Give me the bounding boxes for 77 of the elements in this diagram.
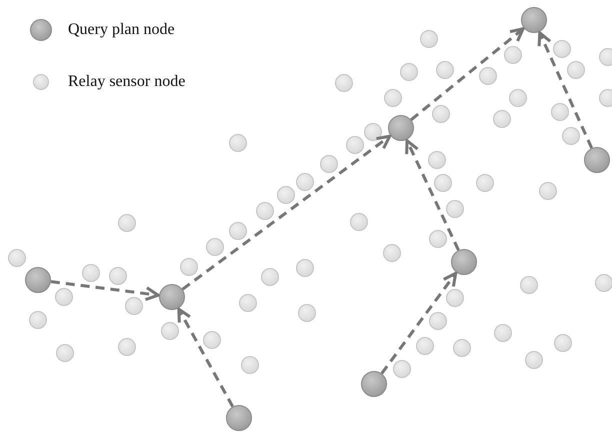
relay-sensor-node-circle bbox=[446, 288, 464, 307]
relay-sensor-node-circle bbox=[525, 351, 543, 369]
relay-sensor-node-circle bbox=[539, 182, 557, 200]
relay-sensor-node-circle bbox=[428, 230, 447, 248]
relay-sensor-node-circle bbox=[29, 311, 47, 329]
relay-sensor-node-circle bbox=[494, 324, 512, 342]
relay-sensor-node-circle bbox=[434, 174, 452, 192]
relay-sensor-node-circle bbox=[346, 136, 364, 154]
relay-sensor-node-circle bbox=[384, 89, 402, 107]
relay-sensor-node-circle bbox=[239, 294, 257, 312]
dashed-arrow bbox=[182, 134, 392, 290]
relay-sensor-node-circle bbox=[599, 89, 612, 107]
relay-sensor-node-circle bbox=[383, 244, 401, 262]
legend-label: Relay sensor node bbox=[68, 72, 186, 92]
relay-sensor-node-circle bbox=[298, 304, 316, 322]
legend-label: Query plan node bbox=[68, 20, 175, 40]
relay-sensor-node-circle bbox=[429, 312, 448, 330]
relay-sensor-node-circle bbox=[393, 360, 412, 378]
relay-sensor-node-circle bbox=[478, 66, 497, 85]
relay-sensor-node-circle bbox=[567, 61, 585, 79]
dashed-arrow bbox=[410, 27, 525, 121]
query-plan-node-circle bbox=[521, 7, 547, 33]
relay-sensor-node-circle bbox=[553, 40, 572, 58]
relay-sensor-node-circle bbox=[493, 110, 511, 128]
relay-sensor-node-circle bbox=[229, 134, 247, 152]
relay-sensor-node-circle bbox=[296, 259, 314, 277]
relay-sensor-node-circle bbox=[562, 127, 580, 146]
dashed-arrow bbox=[405, 139, 460, 251]
relay-sensor-node-circle bbox=[320, 154, 338, 173]
query-plan-node-circle bbox=[361, 371, 387, 397]
query-plan-node-circle bbox=[584, 147, 610, 173]
relay-sensor-node-circle bbox=[432, 104, 450, 123]
relay-sensor-node-circle bbox=[54, 288, 73, 306]
relay-sensor-node-circle bbox=[520, 276, 538, 294]
relay-sensor-node-circle bbox=[118, 214, 136, 232]
relay-sensor-node-circle bbox=[416, 337, 434, 355]
relay-sensor-node-circle bbox=[241, 356, 259, 374]
relay-sensor-node-circle bbox=[202, 331, 221, 350]
relay-sensor-node-circle bbox=[261, 268, 279, 286]
relay-sensor-node-circle bbox=[550, 102, 569, 121]
relay-sensor-node-circle bbox=[436, 61, 454, 79]
relay-sensor-node-circle bbox=[256, 202, 274, 220]
relay-sensor-node-circle bbox=[8, 249, 26, 267]
relay-sensor-node-circle bbox=[504, 46, 522, 64]
relay-sensor-node-circle bbox=[595, 274, 612, 292]
relay-sensor-node-circle bbox=[350, 213, 368, 231]
relay-sensor-node-circle bbox=[509, 89, 527, 107]
relay-sensor-node-circle bbox=[82, 264, 100, 282]
relay-sensor-node-circle bbox=[229, 222, 248, 240]
relay-sensor-node-circle bbox=[476, 174, 494, 192]
relay-sensor-node-circle bbox=[161, 322, 179, 340]
query-plan-node-circle bbox=[451, 249, 477, 275]
relay-sensor-node-circle bbox=[206, 238, 224, 256]
relay-sensor-node-circle bbox=[364, 122, 382, 140]
relay-sensor-node-circle bbox=[109, 267, 128, 286]
relay-sensor-node-circle bbox=[118, 338, 136, 356]
relay-sensor-node-circle bbox=[446, 200, 464, 218]
query-plan-node-circle bbox=[226, 405, 252, 431]
relay-sensor-node-circle bbox=[420, 30, 438, 48]
relay-sensor-node-circle bbox=[335, 74, 353, 92]
relay-sensor-node-circle bbox=[428, 151, 446, 169]
dashed-arrow bbox=[538, 31, 594, 149]
relay-sensor-node-circle bbox=[599, 48, 612, 66]
relay-sensor-node-circle bbox=[56, 344, 74, 362]
relay-sensor-node-circle bbox=[400, 63, 418, 81]
relay-sensor-node-circle bbox=[124, 297, 143, 316]
relay-sensor-node-circle bbox=[296, 172, 314, 191]
dashed-arrow bbox=[177, 308, 234, 408]
query-plan-node-circle bbox=[159, 284, 185, 310]
relay-sensor-node-circle bbox=[453, 339, 471, 357]
dashed-arrow bbox=[380, 272, 458, 374]
relay-sensor-node-circle bbox=[180, 258, 198, 276]
query-plan-node-circle bbox=[388, 115, 414, 141]
dashed-arrow bbox=[50, 280, 160, 302]
relay-sensor-node-circle bbox=[554, 334, 572, 352]
query-plan-node-circle bbox=[25, 267, 51, 293]
relay-sensor-node-circle bbox=[277, 186, 296, 204]
